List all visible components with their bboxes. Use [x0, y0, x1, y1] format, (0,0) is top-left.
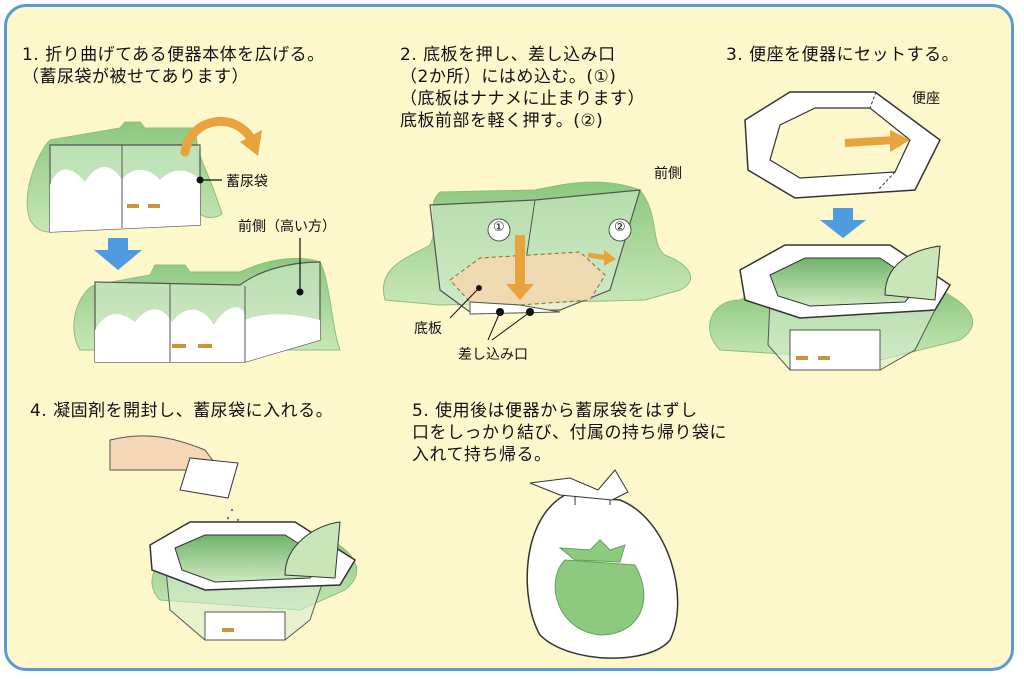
open-arrow-head: [240, 130, 262, 156]
step-3-text: 3. 便座を便器にセットする。: [726, 44, 959, 66]
open-arrow: [180, 117, 257, 157]
step-5-text: 5. 使用後は便器から蓄尿袋をはずし 口をしっかり結び、付属の持ち帰り袋に 入れ…: [412, 400, 727, 466]
step-1-line-1: 1. 折り曲げてある便器本体を広げる。: [22, 45, 325, 65]
base-plate-label: 底板: [414, 321, 442, 337]
seat-label: 便座: [912, 91, 940, 107]
folded-toilet-illustration: [26, 121, 223, 233]
step-1-text: 1. 折り曲げてある便器本体を広げる。 （蓄尿袋が被せてあります）: [22, 44, 325, 88]
bag-label: 蓄尿袋: [226, 174, 268, 190]
step-2-line-2: （2か所）にはめ込む。(①): [400, 67, 617, 87]
step-5-line-1: 5. 使用後は便器から蓄尿袋をはずし: [412, 401, 698, 421]
carry-bag-illustration: [526, 469, 679, 659]
slots-label: 差し込み口: [458, 347, 528, 363]
step-5-line-3: 入れて持ち帰る。: [412, 445, 552, 465]
step-2-line-4: 底板前部を軽く押す。(②): [400, 111, 604, 131]
front-label: 前側: [654, 166, 682, 182]
opened-toilet-illustration: [73, 179, 341, 363]
step-2-text: 2. 底板を押し、差し込み口 （2か所）にはめ込む。(①) （底板はナナメに止ま…: [400, 44, 645, 132]
step-4-text: 4. 凝固剤を開封し、蓄尿袋に入れる。: [30, 400, 333, 422]
step-2-line-1: 2. 底板を押し、差し込み口: [400, 45, 616, 65]
step-3-line-1: 3. 便座を便器にセットする。: [726, 45, 960, 65]
step-5-line-2: 口をしっかり結び、付属の持ち帰り袋に: [412, 423, 727, 443]
step-2-marker-2: ②: [614, 220, 626, 235]
seat-illustration: [744, 91, 941, 199]
front-high-label: 前側（高い方）: [238, 219, 336, 235]
down-arrow-3: [820, 208, 866, 238]
coagulant-illustration: [109, 435, 358, 641]
down-arrow-1: [94, 238, 142, 270]
step-2-line-3: （底板はナナメに止まります）: [400, 89, 645, 109]
step-1-line-2: （蓄尿袋が被せてあります）: [22, 67, 249, 87]
base-plate-illustration: [382, 181, 692, 341]
step-4-line-1: 4. 凝固剤を開封し、蓄尿袋に入れる。: [30, 401, 334, 421]
step-2-marker-1: ①: [493, 220, 505, 235]
assembled-toilet-illustration: [709, 244, 974, 371]
